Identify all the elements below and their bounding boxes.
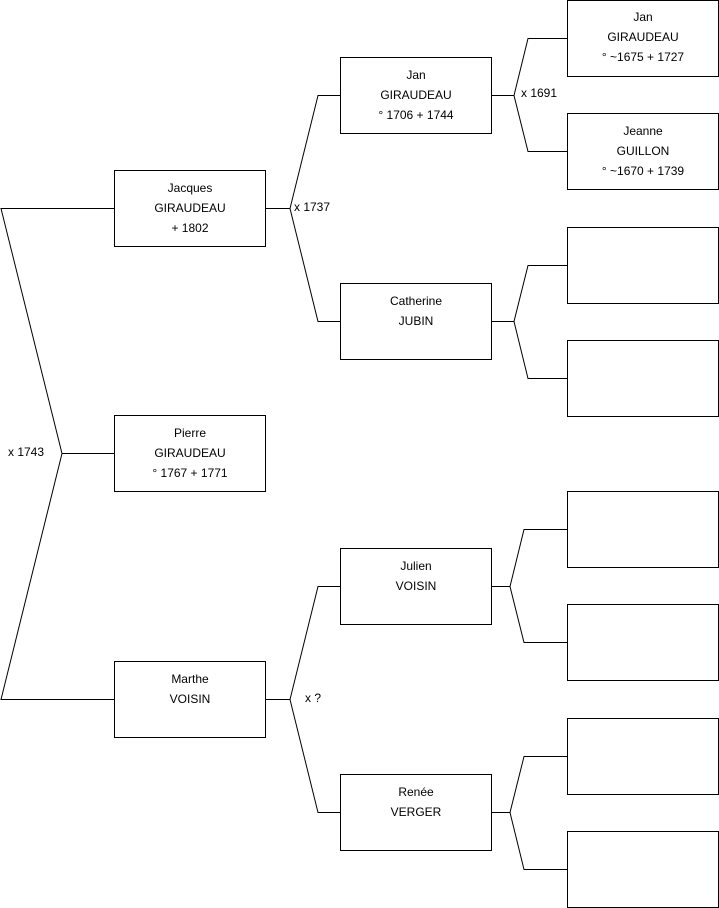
marriage-label-jan-parents: x 1691 bbox=[521, 86, 558, 100]
person-last-name: VERGER bbox=[390, 805, 442, 819]
person-first-name: Jeanne bbox=[623, 124, 663, 138]
person-box-jan-1675[interactable]: Jan GIRAUDEAU ° ~1675 + 1727 bbox=[567, 0, 719, 77]
empty-person-box[interactable] bbox=[567, 718, 719, 795]
person-last-name: GIRAUDEAU bbox=[380, 88, 452, 102]
empty-person-box[interactable] bbox=[567, 227, 719, 304]
person-box-jeanne[interactable]: Jeanne GUILLON ° ~1670 + 1739 bbox=[567, 113, 719, 190]
person-last-name: GIRAUDEAU bbox=[154, 201, 226, 215]
person-dates: ° ~1675 + 1727 bbox=[601, 50, 685, 64]
connector-pierre-father bbox=[0, 208, 114, 454]
connector-julien-mother bbox=[509, 586, 567, 643]
person-first-name: Catherine bbox=[389, 294, 443, 308]
connector-catherine-father bbox=[513, 265, 567, 322]
connector-catherine-mother bbox=[513, 321, 567, 379]
person-first-name: Julien bbox=[400, 559, 432, 573]
connector-renee-mother bbox=[509, 812, 567, 870]
connector-jan1-mother bbox=[513, 95, 567, 152]
marriage-label-pierre-parents: x 1743 bbox=[8, 445, 45, 459]
person-last-name: GIRAUDEAU bbox=[154, 446, 226, 460]
person-first-name: Jan bbox=[406, 68, 426, 82]
connector-julien-father bbox=[509, 529, 567, 587]
person-last-name: VOISIN bbox=[395, 579, 437, 593]
person-first-name: Marthe bbox=[171, 672, 209, 686]
empty-person-box[interactable] bbox=[567, 831, 719, 908]
person-box-julien[interactable]: Julien VOISIN bbox=[340, 548, 492, 625]
empty-person-box[interactable] bbox=[567, 491, 719, 568]
person-box-pierre[interactable]: Pierre GIRAUDEAU ° 1767 + 1771 bbox=[114, 415, 266, 492]
person-first-name: Renée bbox=[398, 785, 434, 799]
person-dates: ° 1706 + 1744 bbox=[378, 108, 454, 122]
person-box-jacques[interactable]: Jacques GIRAUDEAU + 1802 bbox=[114, 170, 266, 247]
connector-pierre-mother bbox=[0, 453, 114, 700]
marriage-label-jacques-parents: x 1737 bbox=[294, 200, 331, 214]
person-dates: ° 1767 + 1771 bbox=[152, 466, 228, 480]
empty-person-box[interactable] bbox=[567, 340, 719, 417]
person-last-name: VOISIN bbox=[169, 692, 211, 706]
connector-jacques-father bbox=[289, 95, 340, 209]
person-box-jan-1706[interactable]: Jan GIRAUDEAU ° 1706 + 1744 bbox=[340, 57, 492, 134]
connector-marthe-mother bbox=[289, 699, 340, 813]
person-box-catherine[interactable]: Catherine JUBIN bbox=[340, 283, 492, 360]
marriage-label-marthe-parents: x ? bbox=[305, 691, 322, 705]
connector-jacques-mother bbox=[289, 208, 340, 322]
person-last-name: GUILLON bbox=[616, 144, 670, 158]
person-first-name: Jan bbox=[633, 10, 653, 24]
person-box-marthe[interactable]: Marthe VOISIN bbox=[114, 661, 266, 738]
person-first-name: Pierre bbox=[173, 426, 206, 440]
connector-marthe-father bbox=[289, 586, 340, 700]
person-dates: + 1802 bbox=[171, 221, 209, 235]
person-dates: ° ~1670 + 1739 bbox=[601, 164, 685, 178]
person-last-name: GIRAUDEAU bbox=[607, 30, 679, 44]
empty-person-box[interactable] bbox=[567, 604, 719, 681]
person-box-renee[interactable]: Renée VERGER bbox=[340, 774, 492, 851]
person-first-name: Jacques bbox=[167, 181, 213, 195]
connector-jan1-father bbox=[513, 38, 567, 96]
person-last-name: JUBIN bbox=[398, 314, 434, 328]
connector-renee-father bbox=[509, 756, 567, 813]
